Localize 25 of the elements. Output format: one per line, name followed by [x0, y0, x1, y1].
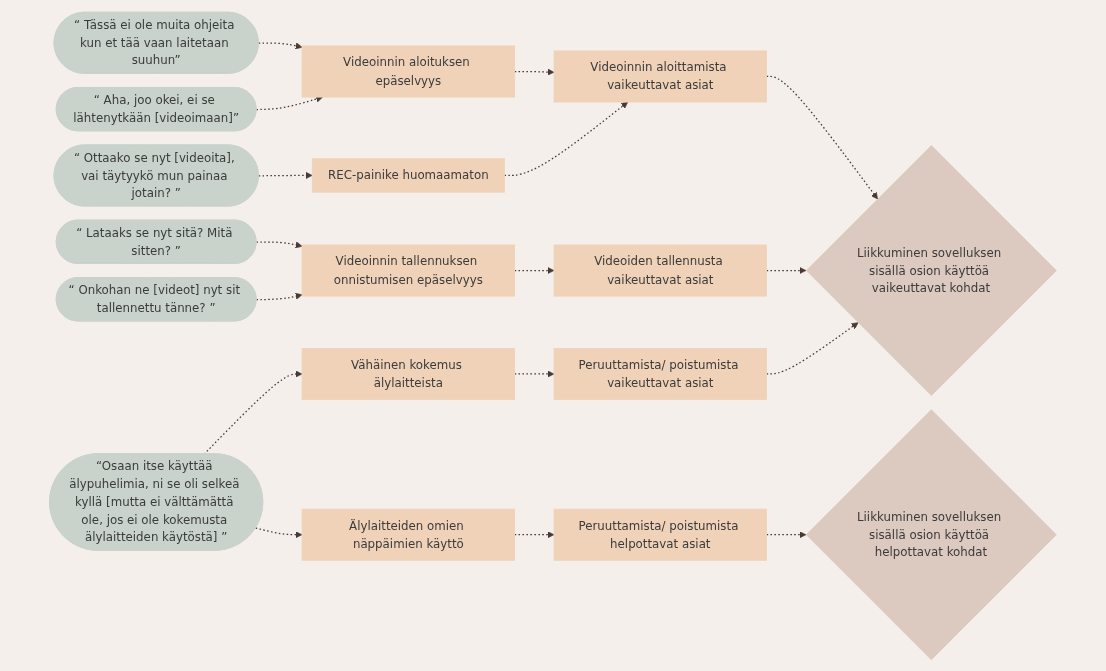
- arrow: [514, 68, 555, 76]
- arrow: [255, 526, 303, 538]
- arrow: [765, 321, 859, 375]
- node-box: Älylaitteiden omien näppäimien käyttö: [301, 508, 516, 561]
- arrow: [514, 530, 555, 538]
- arrow: [255, 292, 303, 300]
- arrow: [765, 266, 807, 274]
- arrow: [514, 370, 555, 377]
- node-diamond: Liikkuminen sovelluksen sisällä osion käyttöä helpottavat kohdat: [805, 408, 1057, 660]
- node-box: Videoinnin aloituksen epäselvyys: [301, 45, 516, 98]
- node-box: Vähäinen kokemus älylaitteista: [301, 347, 516, 400]
- arrow: [258, 171, 313, 179]
- node-box: Peruuttamista/ poistumista helpottavat asiat: [553, 508, 767, 561]
- node-box: Videoiden tallennusta vaikeuttavat asiat: [553, 244, 767, 297]
- arrow: [255, 240, 303, 248]
- arrow: [258, 41, 303, 49]
- arrow: [255, 95, 323, 110]
- arrow: [765, 530, 807, 538]
- node-box: REC-painike huomaamaton: [311, 157, 505, 193]
- node-box: Videoinnin tallennuksen onnistumisen epäselvyys: [301, 244, 516, 297]
- node-box: Videoinnin aloittamista vaikeuttavat asiat: [553, 50, 767, 102]
- node-box: Peruuttamista/ poistumista vaikeuttavat asiat: [553, 347, 767, 400]
- arrow: [765, 75, 878, 199]
- arrow: [514, 266, 555, 274]
- node-diamond: Liikkuminen sovelluksen sisällä osion käyttöä vaikeuttavat kohdat: [805, 144, 1057, 396]
